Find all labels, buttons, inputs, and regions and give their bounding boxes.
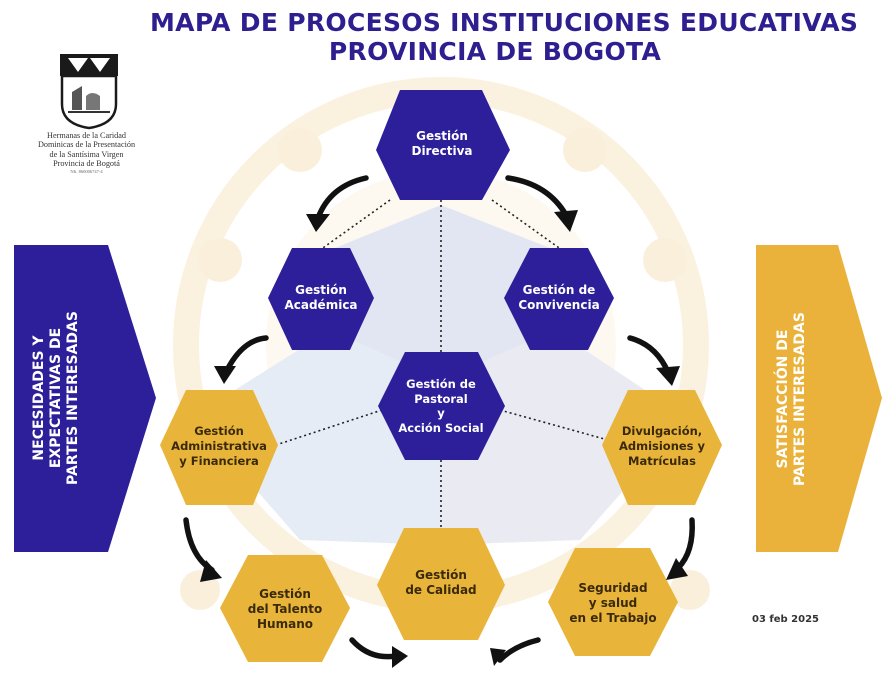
input-label-line-2: EXPECTATIVAS DE <box>48 327 64 469</box>
page-title: MAPA DE PROCESOS INSTITUCIONES EDUCATIVA… <box>150 8 859 66</box>
output-arrow <box>756 245 882 552</box>
arrow-directiva-convivencia <box>505 175 569 218</box>
connector-lines <box>275 199 609 535</box>
process-calidad: Gestión de Calidad <box>380 562 502 604</box>
seguridad-line-2: y salud <box>588 595 638 610</box>
input-arrow <box>14 245 156 552</box>
org-line-2: Dominicas de la Presentación <box>37 140 136 150</box>
pastoral-line-4: Acción Social <box>398 420 484 435</box>
org-line-1: Hermanas de la Caridad <box>47 131 126 140</box>
hex-convivencia <box>504 248 614 350</box>
arrow-convivencia-divulgacion <box>627 335 671 375</box>
institution-logo <box>60 54 118 130</box>
divulgacion-line-3: Matrículas <box>628 453 696 468</box>
administrativa-line-1: Gestión <box>194 423 244 438</box>
talento-line-1: Gestión <box>259 586 311 601</box>
org-nit: NIt. 860006747-4 <box>70 168 103 174</box>
calidad-line-2: de Calidad <box>405 583 477 597</box>
administrativa-line-2: Administrativa <box>171 438 267 453</box>
process-pastoral: Gestión de Pastoral y Acción Social <box>380 366 502 446</box>
convivencia-line-2: Convivencia <box>518 298 600 312</box>
center-region-top <box>330 205 555 380</box>
administrativa-line-3: y Financiera <box>179 453 259 468</box>
pastoral-line-2: Pastoral <box>414 391 468 406</box>
hex-pastoral <box>378 352 505 460</box>
center-region-left <box>230 330 441 545</box>
org-line-3: de la Santísima Virgen <box>49 149 124 159</box>
pastoral-line-3: y <box>437 406 445 420</box>
talento-line-2: del Talento <box>247 601 323 616</box>
hex-seguridad <box>548 548 678 656</box>
academica-line-2: Académica <box>284 298 358 312</box>
arrow-directiva-academica <box>315 175 369 221</box>
output-label-line-1: SATISFACCIÓN DE <box>775 329 791 469</box>
hex-talento <box>220 555 350 662</box>
hex-calidad <box>377 528 505 640</box>
process-convivencia: Gestión de Convivencia <box>506 274 612 322</box>
hex-academica <box>268 248 374 350</box>
hex-divulgacion <box>602 390 722 505</box>
hex-directiva <box>376 90 510 200</box>
arrow-divulgacion-seguridad <box>675 517 695 571</box>
directiva-line-2: Directiva <box>411 144 473 158</box>
talento-line-3: Humano <box>257 616 313 631</box>
arrow-seguridad-calidad <box>497 637 541 663</box>
divulgacion-line-2: Admisiones y <box>618 438 706 453</box>
input-label-line-1: NECESIDADES Y <box>31 335 47 461</box>
title-line-1: MAPA DE PROCESOS INSTITUCIONES EDUCATIVA… <box>150 8 859 37</box>
seguridad-line-1: Seguridad <box>578 580 648 595</box>
pastoral-line-1: Gestión de <box>406 377 476 391</box>
divulgacion-line-1: Divulgación, <box>621 423 703 438</box>
input-label-line-3: PARTES INTERESADAS <box>65 311 81 485</box>
seguridad-line-3: en el Trabajo <box>569 610 657 625</box>
convivencia-line-1: Gestión de <box>522 283 596 297</box>
org-line-4: Provincia de Bogotá <box>53 159 120 169</box>
title-line-2: PROVINCIA DE BOGOTA <box>328 37 662 66</box>
process-directiva: Gestión Directiva <box>386 118 498 170</box>
arrow-talento-calidad <box>349 637 399 660</box>
process-seguridad: Seguridad y salud en el Trabajo <box>550 576 676 630</box>
process-talento: Gestión del Talento Humano <box>222 582 348 636</box>
academica-line-1: Gestión <box>295 283 347 297</box>
directiva-line-1: Gestión <box>416 129 468 143</box>
input-arrow-label: NECESIDADES Y EXPECTATIVAS DE PARTES INT… <box>31 293 83 503</box>
arrow-heads <box>200 210 688 668</box>
process-administrativa: Gestión Administrativa y Financiera <box>160 418 278 474</box>
calidad-line-1: Gestión <box>415 568 467 582</box>
document-date: 03 feb 2025 <box>752 614 820 625</box>
output-arrow-label: SATISFACCIÓN DE PARTES INTERESADAS <box>775 299 811 499</box>
process-divulgacion: Divulgación, Admisiones y Matrículas <box>602 418 722 474</box>
hex-administrativa <box>160 390 278 505</box>
output-label-line-2: PARTES INTERESADAS <box>792 312 808 486</box>
process-academica: Gestión Académica <box>272 274 370 322</box>
organization-name: Hermanas de la Caridad Dominicas de la P… <box>14 131 159 175</box>
